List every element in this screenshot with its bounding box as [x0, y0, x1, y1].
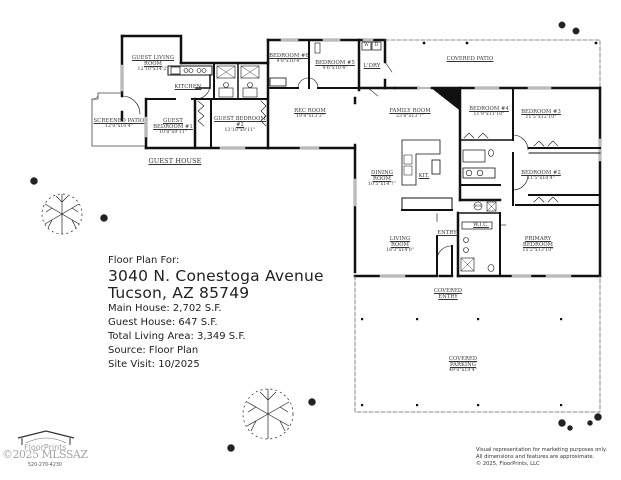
washer-label: W: [364, 43, 369, 48]
dryer-label: D: [374, 43, 379, 48]
room-label-guest-bedroom-1: GUEST BEDROOM #1 10'8"x9'11": [153, 118, 193, 135]
disclaimer-line-2: All dimensions and features are approxim…: [476, 454, 595, 460]
shrub-icon: [30, 21, 602, 452]
room-label-kitchen: KIT.: [418, 173, 430, 179]
room-label-entry: ENTRY: [437, 230, 457, 236]
room-label-laundry: L'DRY: [363, 63, 381, 69]
room-label-screened-patio: SCREENED PATIO 12'0"x10'4": [93, 118, 145, 129]
house-roof-icon: [17, 430, 75, 445]
room-label-primary-bedroom: PRIMARY BEDROOM 15'2"x13'10": [522, 236, 554, 253]
room-label-covered-patio: COVERED PATIO: [446, 56, 494, 62]
total-living-area: Total Living Area: 3,349 S.F.: [108, 331, 246, 342]
room-label-bedroom-2: BEDROOM #2 11'5"x10'4": [521, 170, 561, 181]
guest-house-area: Guest House: 647 S.F.: [108, 317, 218, 328]
copyright: © 2025, FloorPrints, LLC: [476, 461, 540, 467]
logo-brand: FloorPrints: [24, 443, 67, 452]
room-label-bedroom-4: BEDROOM #4 11'9"x11'10": [469, 106, 509, 117]
room-label-guest-kitchen: KITCHEN: [174, 84, 202, 90]
logo-phone: 520-270-4230: [28, 463, 62, 468]
guest-house-label: GUEST HOUSE: [148, 157, 202, 165]
source: Source: Floor Plan: [108, 345, 199, 356]
site-visit: Site Visit: 10/2025: [108, 359, 200, 370]
floor-plan-for: Floor Plan For:: [108, 255, 180, 266]
room-label-guest-bedroom-2: GUEST BEDROOM #2 13'10"x9'11": [214, 116, 266, 133]
room-label-guest-living: GUEST LIVING ROOM 12'10"x14'2": [131, 55, 175, 72]
room-label-bedroom-3: BEDROOM #3 11'5"x12'10": [521, 109, 561, 120]
watermark: ©2025 MLSSAZ: [2, 448, 88, 461]
room-label-wic: W.I.C.: [473, 222, 489, 228]
room-label-covered-entry: COVERED ENTRY: [433, 288, 463, 300]
room-label-living-room: LIVING ROOM 18'3"x14'0": [386, 236, 414, 253]
room-label-covered-parking: COVERED PARKING 49'0"x19'4": [448, 356, 478, 373]
property-info: Floor Plan For: 3040 N. Conestoga Avenue…: [108, 254, 324, 372]
address-line-2: Tucson, AZ 85749: [108, 284, 250, 302]
room-label-bedroom-5: BEDROOM #5 9'6"x10'4": [315, 60, 355, 71]
disclaimer: Visual representation for marketing purp…: [476, 447, 607, 468]
address-line-1: 3040 N. Conestoga Avenue: [108, 267, 324, 285]
tree-icon: [41, 193, 294, 440]
floorprints-logo: FloorPrints ©2025 MLSSAZ 520-270-4230: [2, 430, 94, 470]
room-label-dining-room: DINING ROOM 10'5"x14'7": [368, 170, 396, 187]
water-heater-label: WH: [474, 204, 482, 208]
room-label-bedroom-6: BEDROOM #6 9'8"x10'4": [269, 53, 309, 64]
room-label-family-room: FAMILY ROOM 23'8"x13'7": [389, 108, 431, 119]
main-house-area: Main House: 2,702 S.F.: [108, 303, 222, 314]
disclaimer-line-1: Visual representation for marketing purp…: [476, 447, 607, 453]
room-label-rec-room: REC ROOM 19'8"x13'3": [294, 108, 326, 119]
